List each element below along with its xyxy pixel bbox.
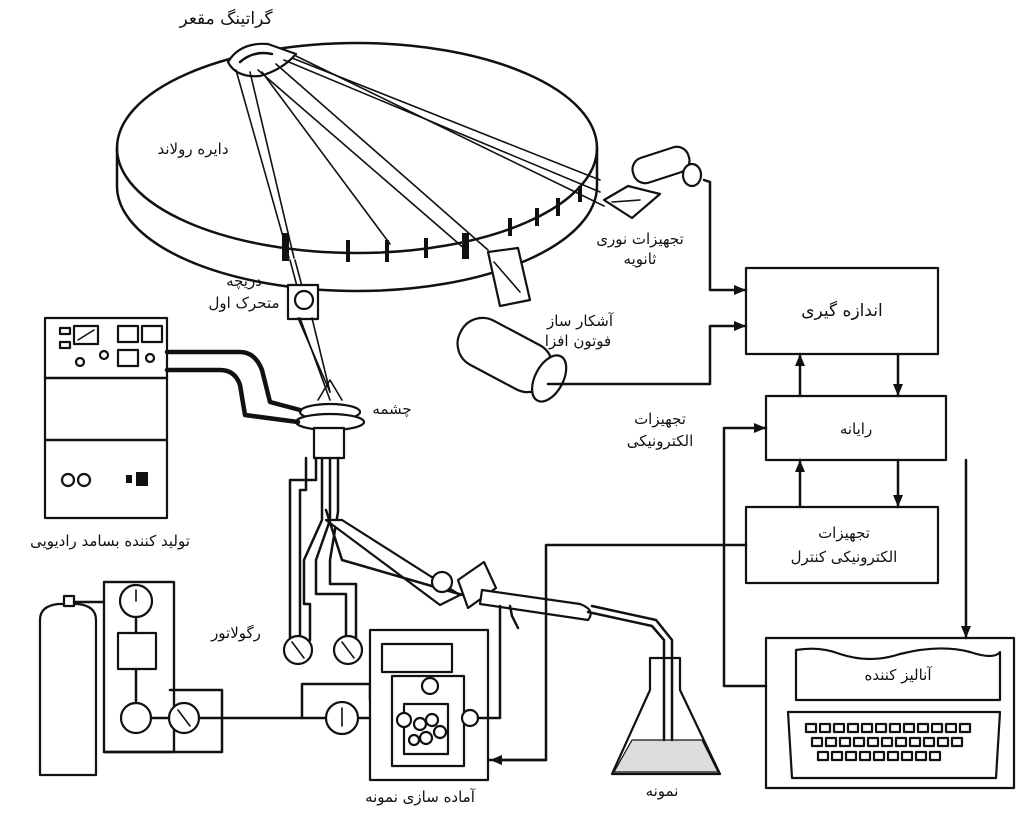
label-measurement: اندازه گیری xyxy=(801,300,883,321)
measurement-box xyxy=(744,266,940,356)
gas-cylinder xyxy=(38,594,106,777)
label-detector-1: آشکار ساز xyxy=(546,312,614,330)
label-computer: رایانه xyxy=(840,420,872,438)
label-electronics-1: تجهیزات xyxy=(634,410,686,428)
regulator xyxy=(102,580,224,754)
label-regulator: رگولاتور xyxy=(210,624,261,642)
gas-lines xyxy=(197,456,387,736)
moving-slit xyxy=(286,259,331,401)
nebulizer xyxy=(324,508,674,692)
rf-generator xyxy=(43,316,303,520)
photomultiplier-detector xyxy=(456,246,568,403)
label-secondary-optics-1: تجهیزات نوری xyxy=(596,230,684,248)
signal-lines xyxy=(490,178,971,765)
label-secondary-optics-2: ثانویه xyxy=(624,250,657,268)
label-electronics-2: الکترونیکی xyxy=(627,432,694,450)
concave-grating xyxy=(226,42,605,259)
label-control-2: الکترونیکی کنترل xyxy=(791,548,898,566)
label-analyzer: آنالیز کننده xyxy=(865,666,933,684)
label-slit-2: متحرک اول xyxy=(208,294,279,312)
label-detector-2: فوتون افزا xyxy=(545,332,611,350)
label-grating: گراتینگ مقعر xyxy=(178,8,273,29)
label-sample: نمونه xyxy=(646,782,679,800)
control-electronics-box xyxy=(744,505,940,585)
analyzer-box xyxy=(764,636,1016,790)
secondary-optics xyxy=(602,145,703,220)
label-control-1: تجهیزات xyxy=(818,524,870,542)
label-slit-1: دریچه xyxy=(226,272,262,290)
sample-flask xyxy=(610,656,722,776)
keyboard-keys xyxy=(804,722,972,762)
label-sample-prep: آماده سازی نمونه xyxy=(365,788,476,806)
label-source: چشمه xyxy=(372,400,411,418)
label-rf-generator: تولید کننده بسامد رادیویی xyxy=(30,532,190,550)
label-rowland: دایره رولاند xyxy=(157,140,228,158)
sample-prep xyxy=(368,604,548,782)
labels: گراتینگ مقعر دایره رولاند تجهیزات نوری ث… xyxy=(30,8,932,806)
